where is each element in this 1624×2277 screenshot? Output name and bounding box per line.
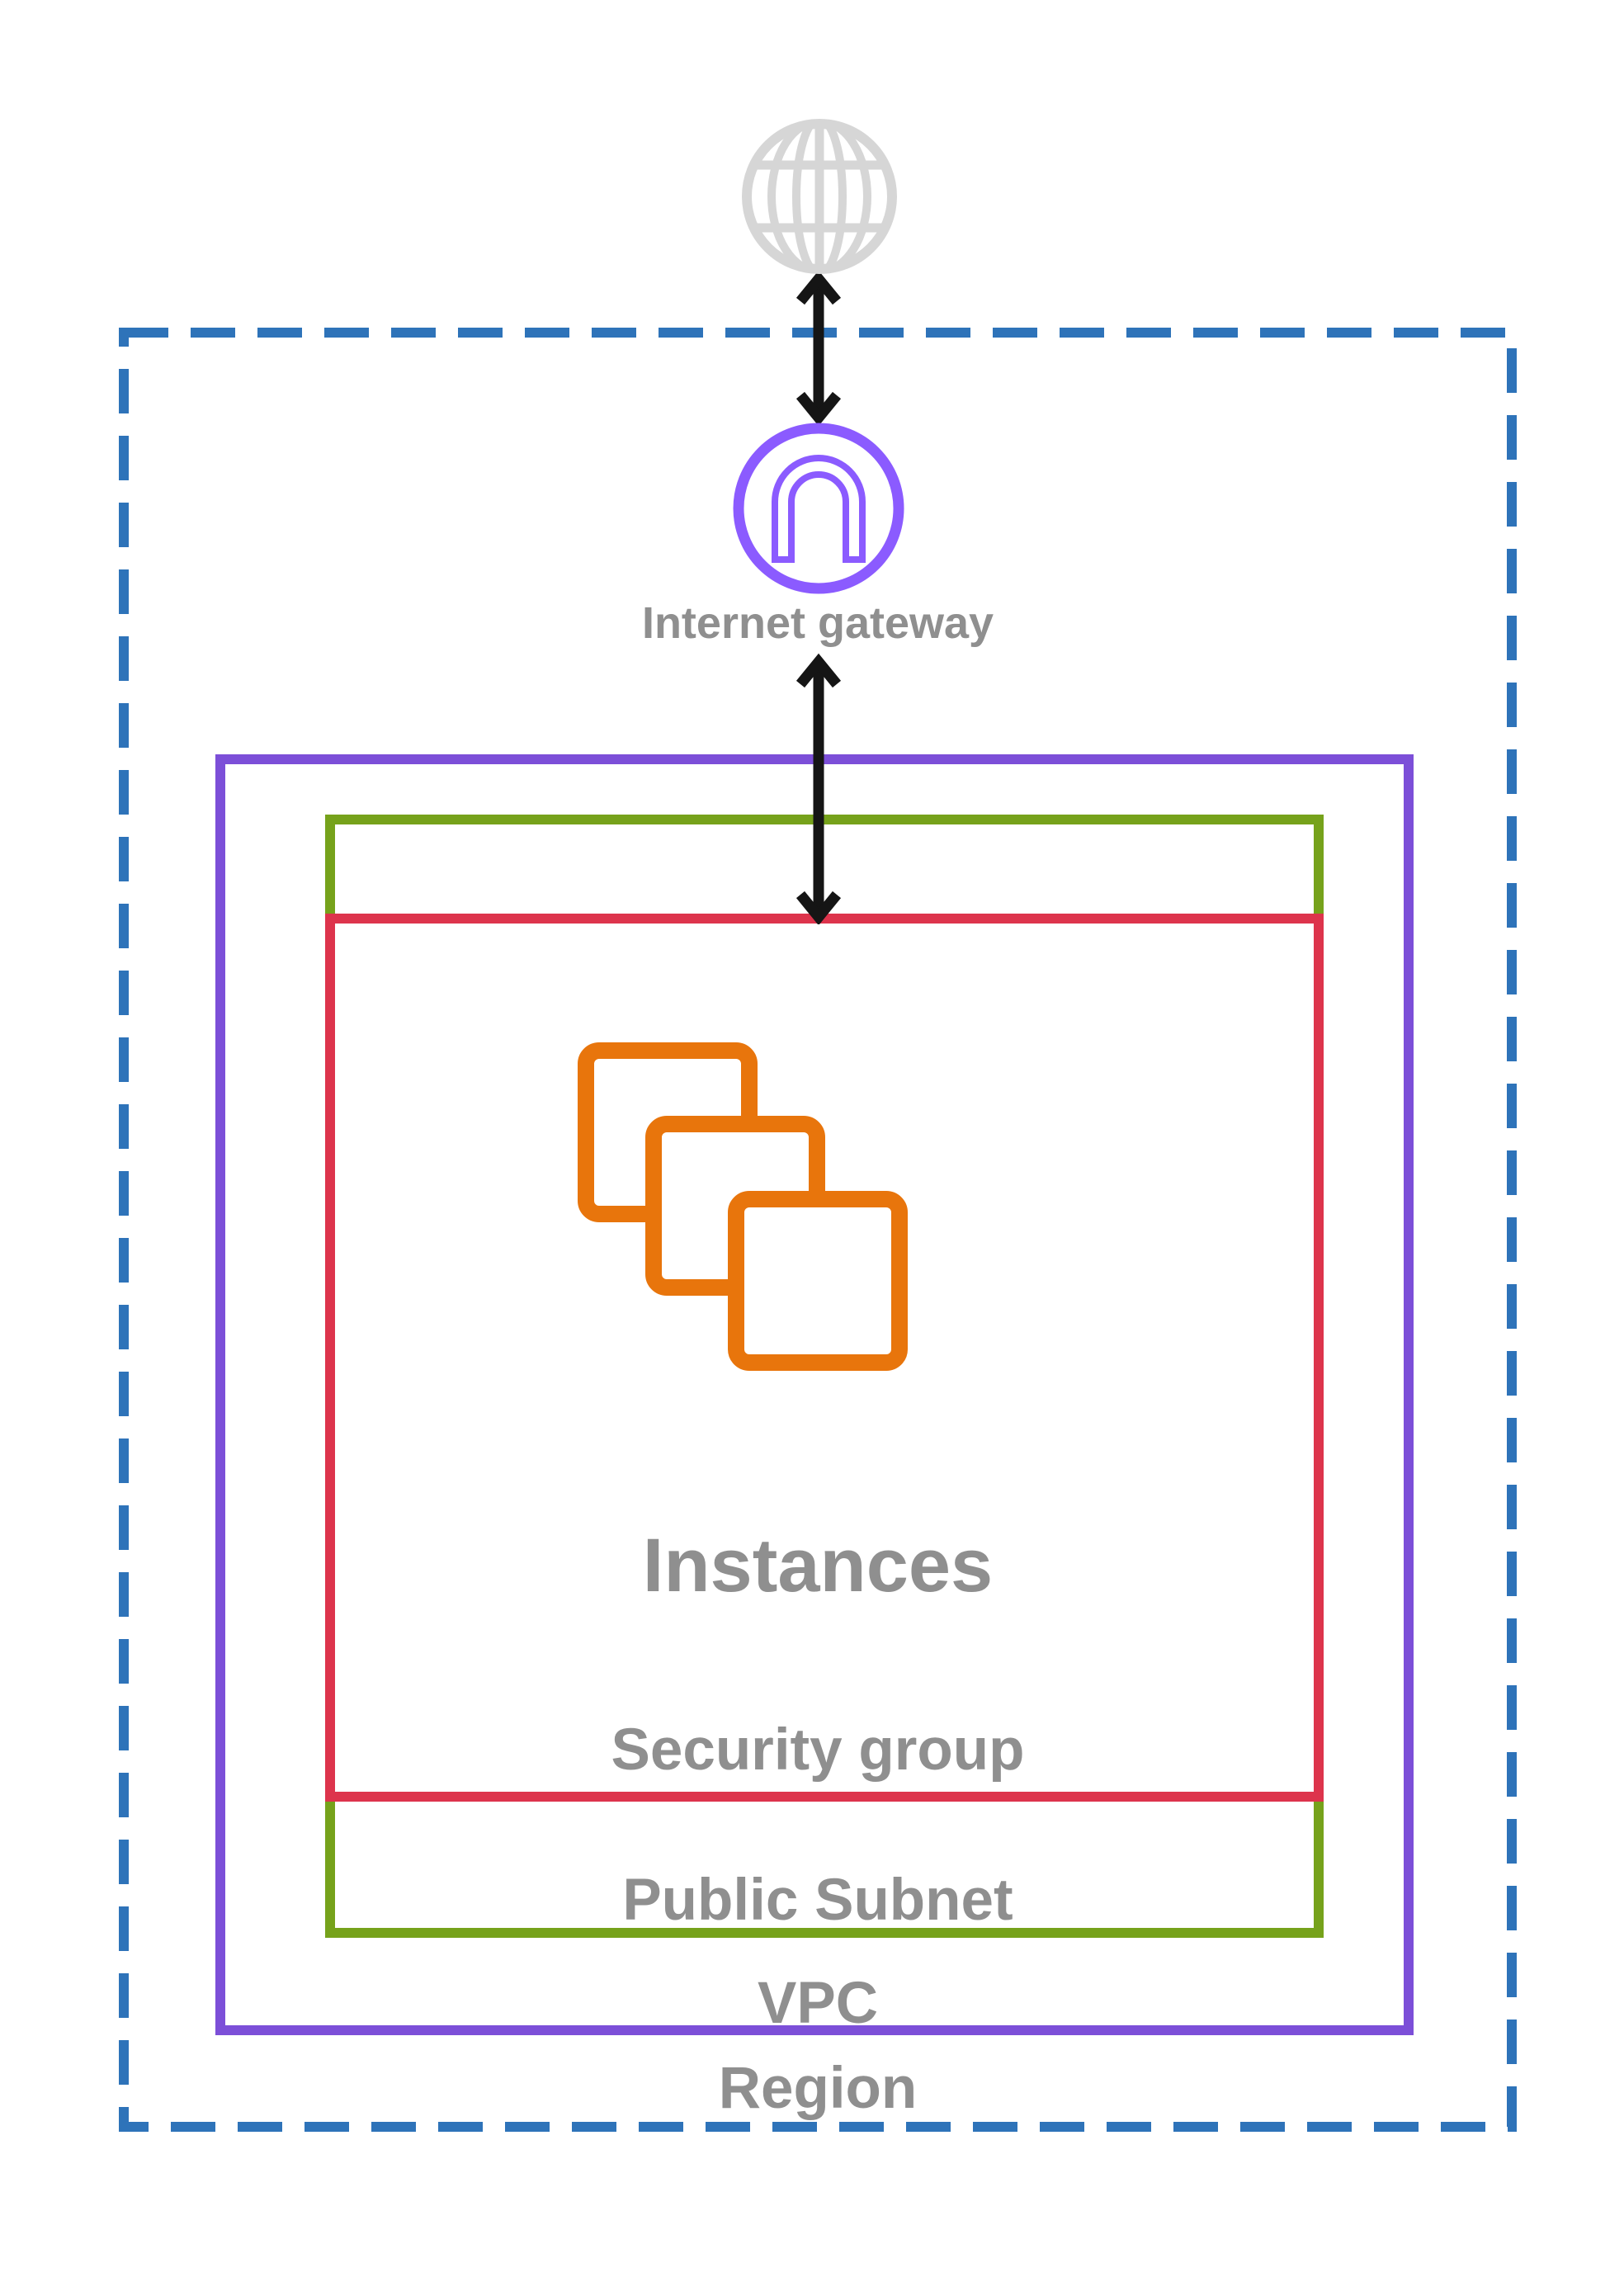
vpc-box xyxy=(215,754,1414,2035)
instances-label: Instances xyxy=(642,1524,994,1608)
arrow-gateway-instances xyxy=(795,653,842,924)
arrow-internet-gateway xyxy=(795,270,842,427)
region-label: Region xyxy=(718,2056,918,2121)
internet-gateway-label: Internet gateway xyxy=(641,598,994,648)
instances-icon xyxy=(578,1042,908,1371)
vpc-label: VPC xyxy=(758,1971,878,2036)
globe-icon xyxy=(742,119,897,274)
internet-gateway-icon xyxy=(733,423,904,594)
security-group-box xyxy=(325,914,1324,1802)
security-group-label: Security group xyxy=(611,1717,1025,1783)
public-subnet-label: Public Subnet xyxy=(622,1868,1013,1933)
